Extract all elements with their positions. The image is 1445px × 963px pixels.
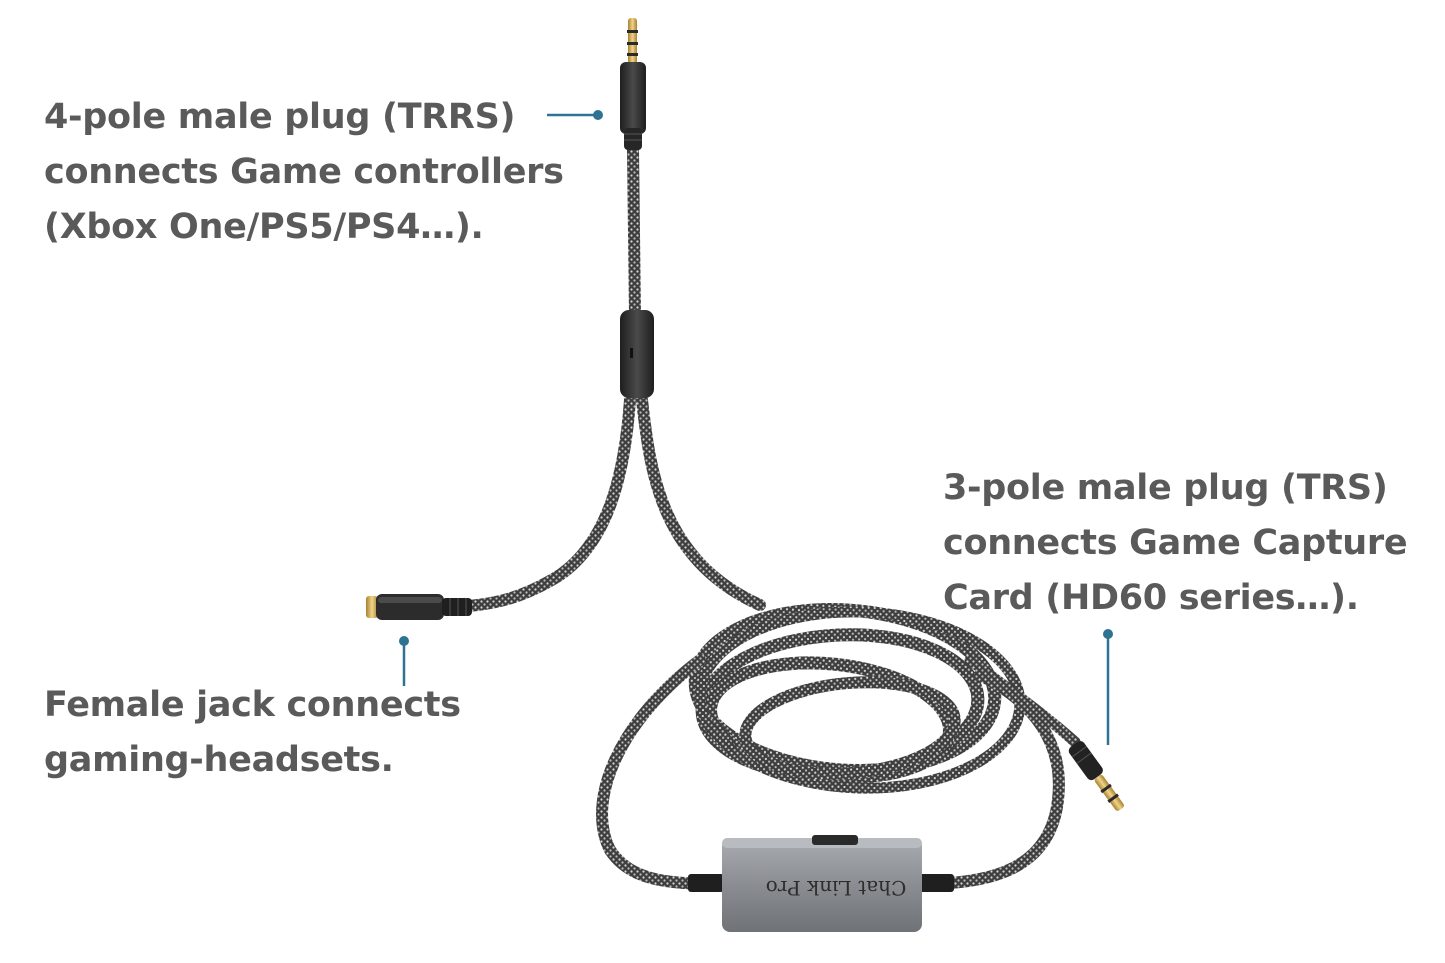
callout-trs-line-3: Card (HD60 series…).	[943, 578, 1359, 618]
callout-female-jack: Female jack connects gaming-headsets.	[44, 678, 461, 788]
cable-female-branch	[449, 394, 636, 613]
y-splitter	[620, 310, 654, 398]
callout-female-line-2: gaming-headsets.	[44, 740, 394, 780]
mute-switch	[812, 835, 858, 845]
chat-link-pro-box: Chat Link Pro	[688, 835, 954, 932]
cable-trs-branch	[964, 654, 1081, 748]
leader-trs	[1103, 629, 1113, 745]
trs-plug	[1068, 741, 1124, 811]
leader-trrs	[547, 110, 603, 120]
callout-trs-line-1: 3-pole male plug (TRS)	[943, 468, 1388, 508]
callout-trs-line-2: connects Game Capture	[943, 523, 1408, 563]
device-label: Chat Link Pro	[766, 876, 907, 900]
callout-trrs-plug: 4-pole male plug (TRRS) connects Game co…	[44, 90, 564, 255]
callout-trrs-line-3: (Xbox One/PS5/PS4…).	[44, 207, 484, 247]
callout-female-line-1: Female jack connects	[44, 685, 461, 725]
callout-trrs-line-1: 4-pole male plug (TRRS)	[44, 97, 516, 137]
female-jack	[366, 594, 472, 620]
cable-trrs-segment	[627, 144, 641, 321]
callout-trrs-line-2: connects Game controllers	[44, 152, 564, 192]
leader-female	[399, 636, 409, 686]
trrs-plug	[620, 18, 646, 150]
cable-coil	[688, 603, 1026, 794]
cable-main-branch	[636, 394, 766, 611]
cable-box-left	[596, 654, 726, 890]
callout-trs-plug: 3-pole male plug (TRS) connects Game Cap…	[943, 461, 1408, 626]
